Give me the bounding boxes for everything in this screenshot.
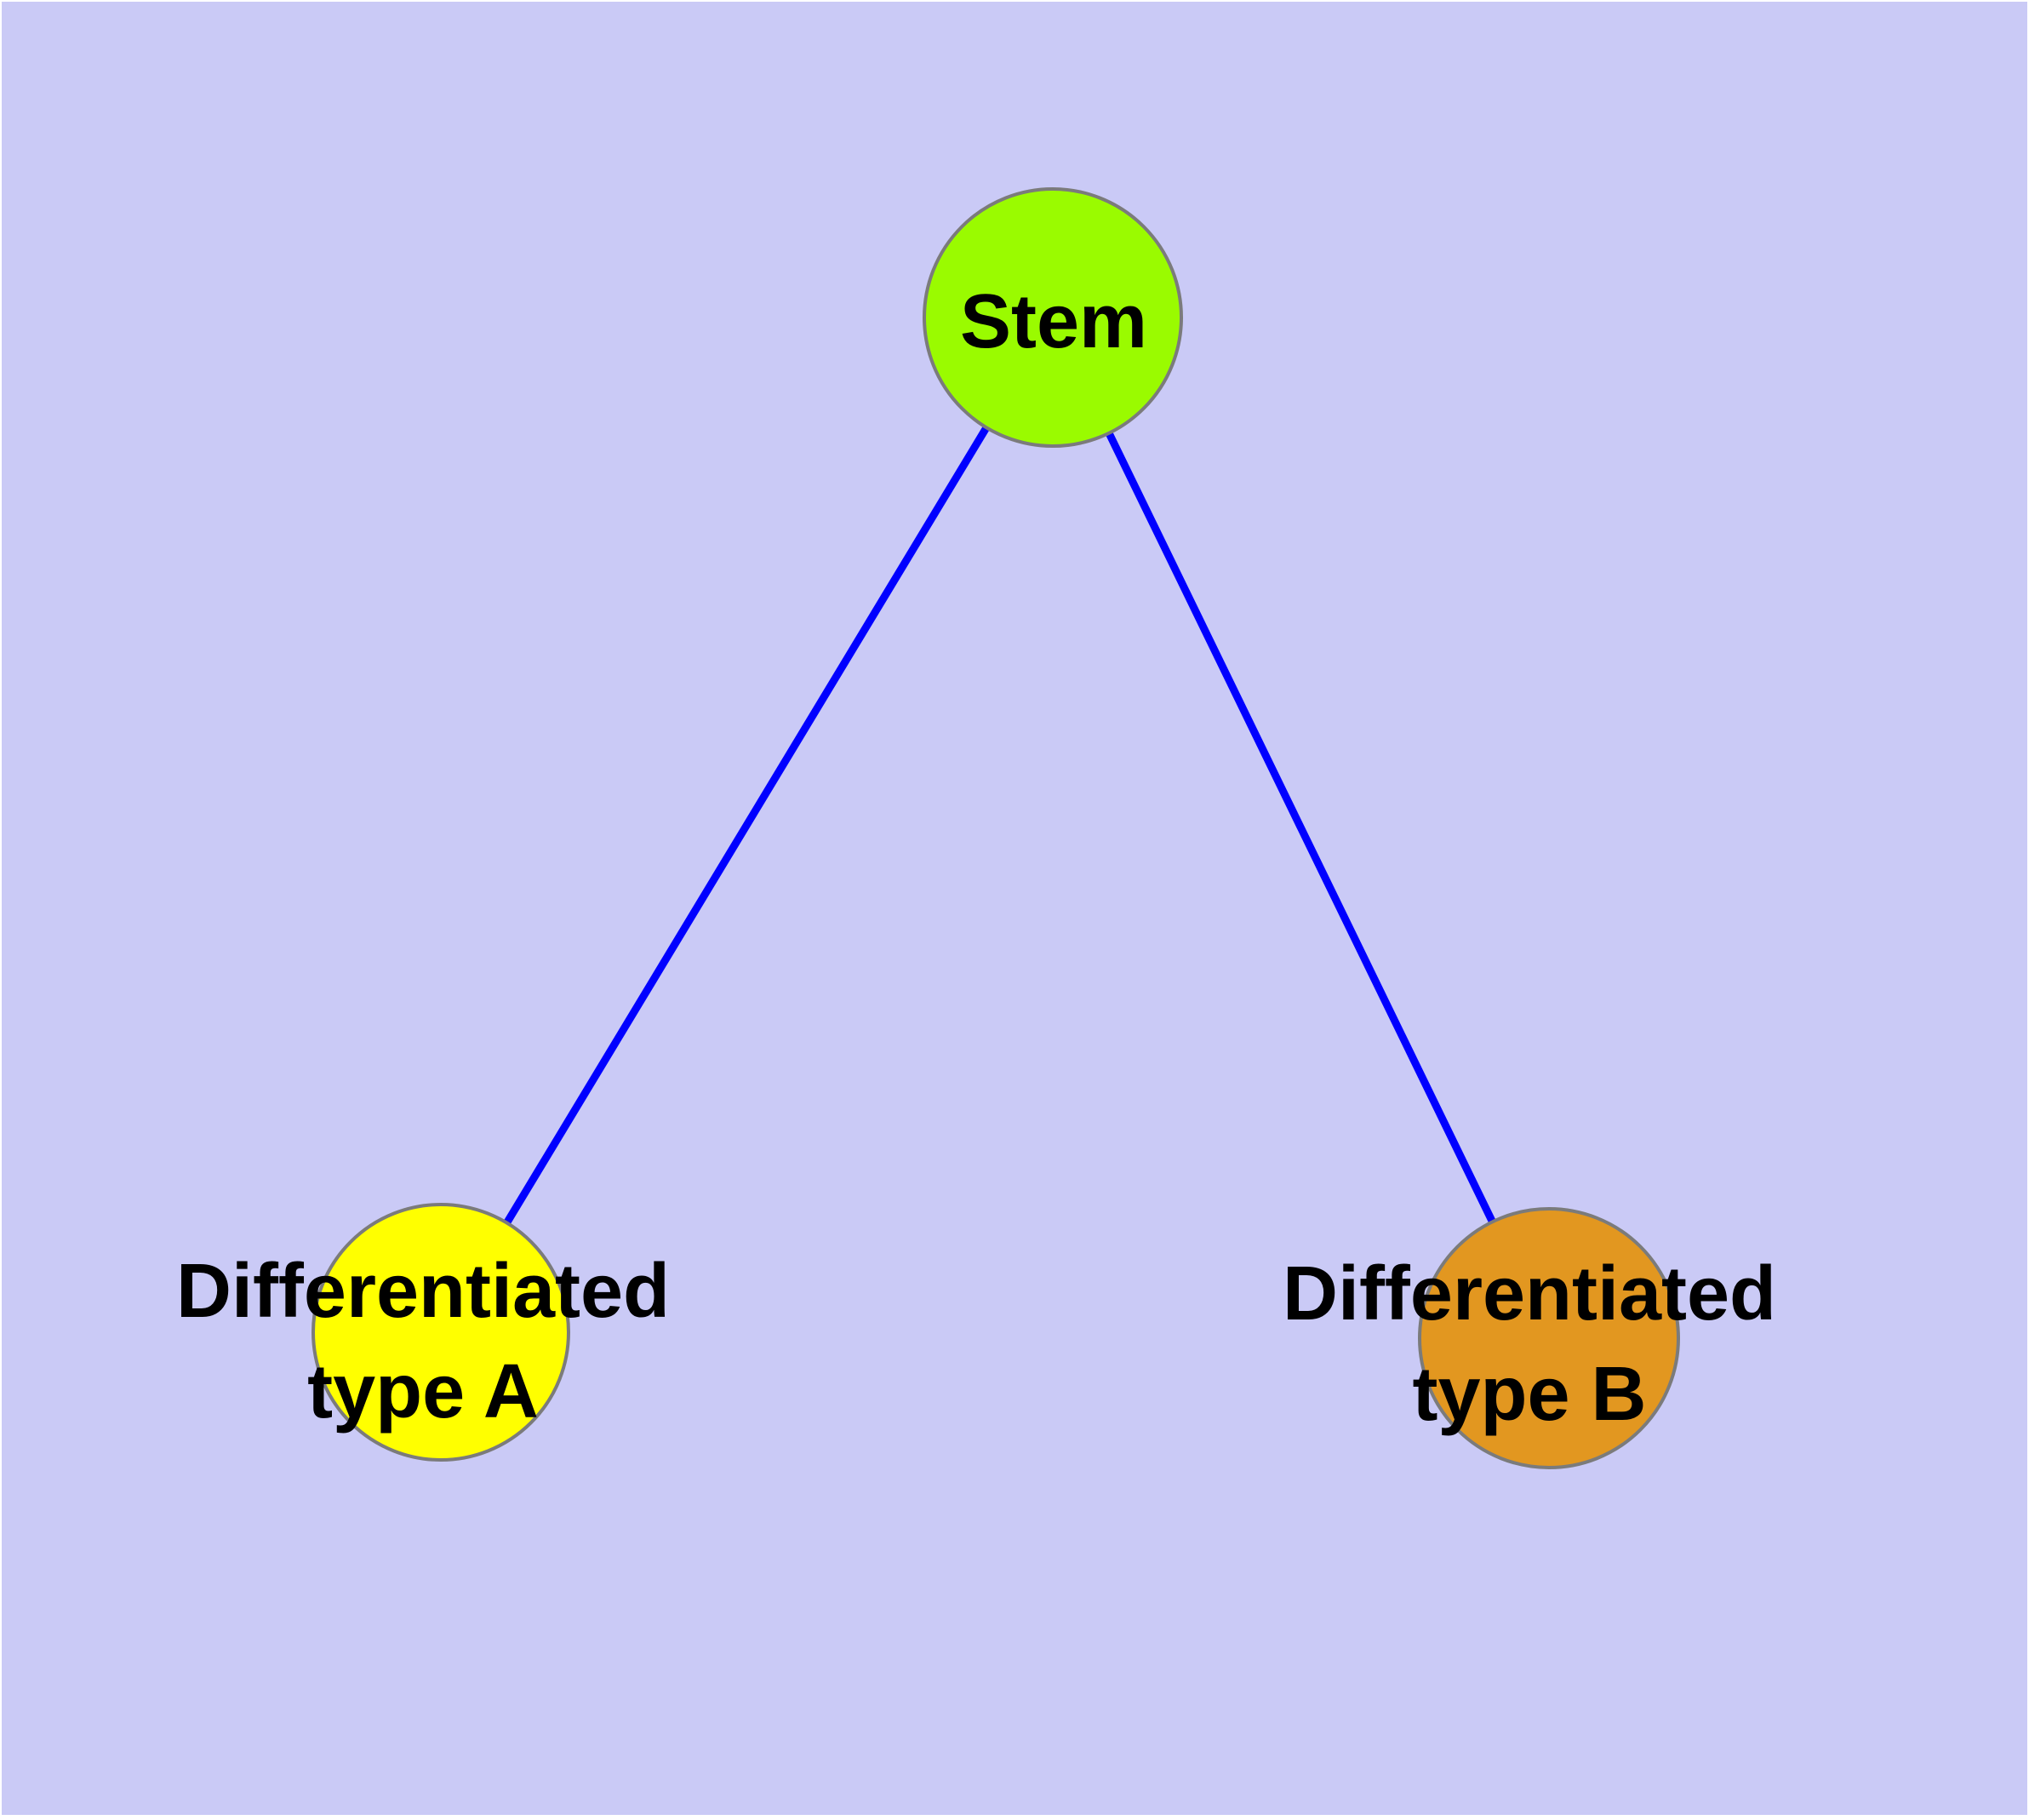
node-differentiated-type-a-circle xyxy=(311,1203,570,1462)
edge-stem-to-differentiated-type-b xyxy=(1049,316,1553,1340)
node-differentiated-type-a-label-line-2: type A xyxy=(307,1349,539,1434)
edges-layer xyxy=(437,315,1553,1340)
edge-stem-to-differentiated-type-a xyxy=(437,315,1056,1335)
node-stem-label-line-1: Stem xyxy=(960,279,1147,364)
node-differentiated-type-b-label-line-1: Differentiated xyxy=(1283,1251,1776,1336)
node-differentiated-type-b-label-line-2: type B xyxy=(1412,1352,1646,1437)
node-differentiated-type-a-label-line-1: Differentiated xyxy=(176,1249,670,1334)
node-stem-circle xyxy=(923,187,1183,448)
nodes-layer xyxy=(311,187,1680,1469)
node-differentiated-type-b-circle xyxy=(1418,1207,1680,1469)
